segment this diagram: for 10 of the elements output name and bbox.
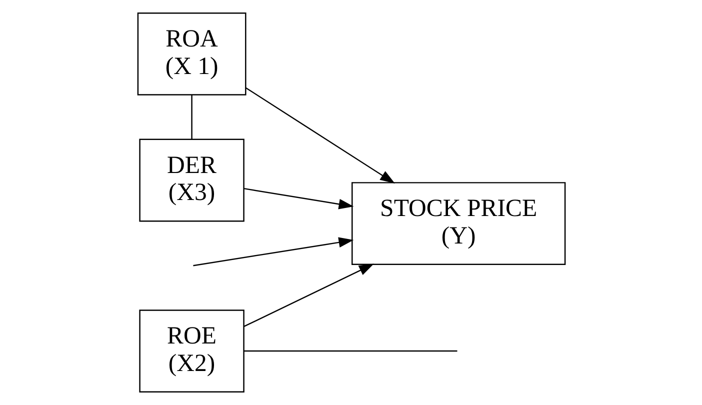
- node-box: DER (X3): [138, 138, 244, 222]
- connector: [190, 94, 192, 140]
- arrow: [245, 87, 394, 184]
- arrow: [243, 188, 354, 210]
- node-box: STOCK PRICE (Y): [351, 182, 566, 266]
- arrow: [243, 264, 374, 328]
- arrow: [192, 237, 354, 266]
- node-box: ROE (X2): [138, 310, 244, 393]
- node-box: ROA (X 1): [136, 12, 246, 96]
- connector: [244, 350, 457, 352]
